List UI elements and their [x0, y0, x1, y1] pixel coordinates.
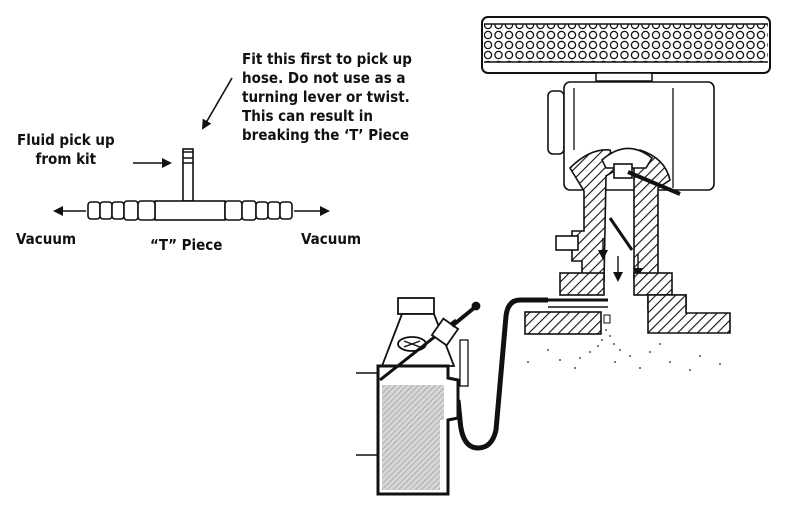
note-line: turning lever or twist.	[242, 88, 410, 106]
left-hose-barbs	[87, 200, 156, 221]
fluid-label-line: from kit	[35, 150, 97, 168]
carburettor	[547, 81, 715, 310]
vacuum-right-label: Vacuum	[301, 230, 362, 248]
fluid-bottle	[356, 297, 481, 496]
fluid-level	[382, 385, 444, 490]
feed-hose	[455, 297, 548, 451]
throttle-plate	[608, 217, 634, 251]
air-filter	[481, 16, 771, 82]
t-piece-warning-note: Fit this first to pick up hose. Do not u…	[242, 50, 412, 145]
t-piece-body	[154, 200, 226, 221]
t-piece-stem	[182, 148, 194, 202]
t-piece-label: “T” Piece	[150, 236, 223, 254]
intake-manifold	[524, 294, 731, 335]
note-line: breaking the ‘T’ Piece	[242, 126, 410, 144]
note-arrow-icon	[201, 77, 233, 130]
fluid-pickup-label: Fluid pick up from kit	[17, 131, 115, 169]
note-line: Fit this first to pick up	[242, 50, 412, 68]
right-hose-barbs	[224, 200, 293, 221]
fluid-label-line: Fluid pick up	[17, 131, 115, 149]
spray-nozzle-mist	[527, 314, 721, 371]
t-piece-fitting	[87, 148, 293, 221]
note-line: hose. Do not use as a	[242, 69, 406, 87]
stem-barb	[183, 151, 193, 164]
note-line: This can result in	[242, 107, 374, 125]
vacuum-left-label: Vacuum	[16, 230, 77, 248]
